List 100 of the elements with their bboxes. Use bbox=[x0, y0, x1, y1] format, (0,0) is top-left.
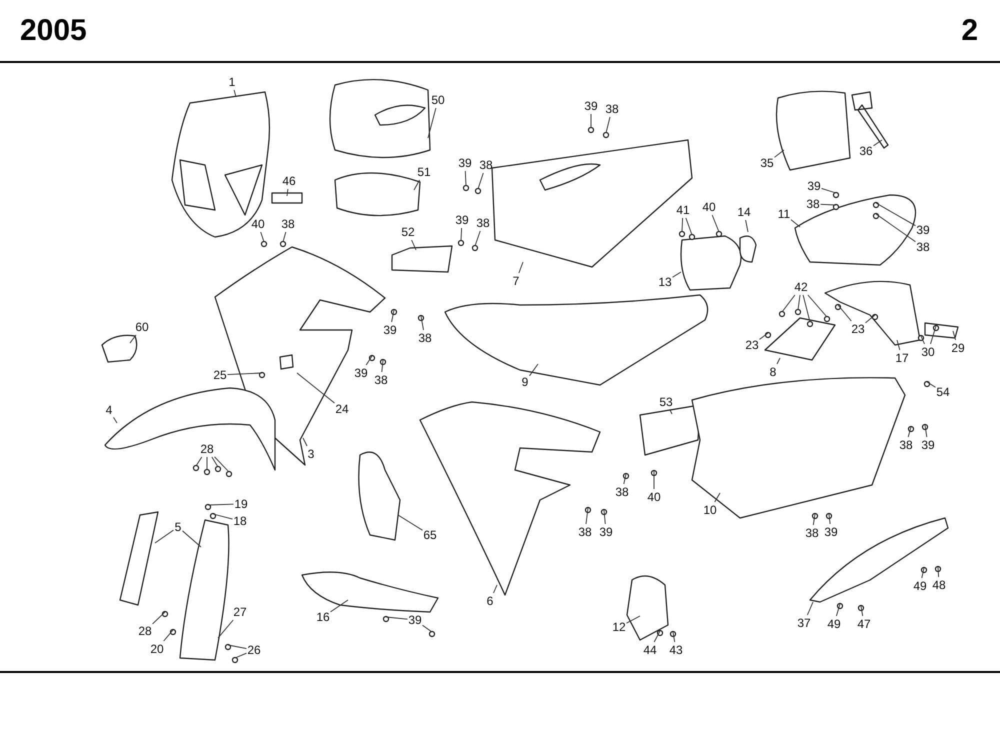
callout-number: 28 bbox=[138, 624, 152, 638]
callout-number: 16 bbox=[316, 610, 330, 624]
callout-number: 43 bbox=[669, 643, 683, 657]
callout-number: 27 bbox=[233, 605, 247, 619]
leader-line bbox=[218, 620, 234, 638]
callout-number: 38 bbox=[916, 240, 930, 254]
leader-line bbox=[391, 310, 394, 322]
callout-number: 54 bbox=[936, 385, 950, 399]
callout-number: 38 bbox=[805, 526, 819, 540]
leader-line bbox=[623, 474, 626, 484]
leader-line bbox=[685, 218, 692, 236]
leader-line bbox=[366, 356, 372, 366]
leader-line bbox=[113, 416, 118, 424]
leader-line bbox=[398, 514, 423, 531]
leader-line bbox=[790, 219, 800, 228]
callout-number: 38 bbox=[281, 217, 295, 231]
callout-number: 39 bbox=[455, 213, 469, 227]
callout-number: 39 bbox=[584, 99, 598, 113]
callout-number: 11 bbox=[778, 207, 790, 221]
leader-line bbox=[163, 630, 174, 642]
callout-number: 39 bbox=[916, 223, 930, 237]
callout-number: 5 bbox=[174, 520, 182, 534]
leader-line bbox=[604, 510, 606, 524]
leader-line bbox=[529, 364, 538, 376]
callout-number: 38 bbox=[899, 438, 913, 452]
leader-line bbox=[212, 514, 233, 520]
callout-number: 38 bbox=[615, 485, 629, 499]
leader-line bbox=[626, 616, 640, 624]
callout-number: 36 bbox=[859, 144, 873, 158]
leader-line bbox=[260, 232, 264, 242]
leader-line bbox=[211, 456, 218, 468]
leader-line bbox=[873, 140, 882, 146]
callout-number: 24 bbox=[335, 402, 349, 416]
leader-line bbox=[920, 336, 925, 344]
leader-line bbox=[214, 456, 230, 472]
leader-line bbox=[606, 116, 610, 134]
leader-line bbox=[478, 172, 484, 190]
leader-line bbox=[714, 492, 720, 502]
leader-line bbox=[154, 530, 174, 544]
leader-line bbox=[330, 600, 348, 612]
callout-number: 46 bbox=[282, 174, 296, 188]
callout-number: 14 bbox=[737, 205, 751, 219]
leader-line bbox=[227, 372, 262, 376]
callout-number: 40 bbox=[251, 217, 265, 231]
page-number: 2 bbox=[961, 14, 978, 48]
leader-line bbox=[493, 584, 498, 594]
leader-line bbox=[896, 340, 900, 350]
callout-number: 30 bbox=[921, 345, 935, 359]
leader-line bbox=[876, 202, 916, 226]
page-title: 2005 bbox=[20, 14, 87, 48]
callout-number: 39 bbox=[824, 525, 838, 539]
callout-number: 41 bbox=[676, 203, 690, 217]
leader-line bbox=[518, 262, 524, 274]
callout-number: 52 bbox=[401, 225, 415, 239]
leader-line bbox=[876, 214, 916, 242]
leader-line bbox=[386, 616, 408, 620]
leader-line bbox=[152, 612, 166, 624]
callout-number: 39 bbox=[599, 525, 613, 539]
leader-line bbox=[130, 334, 136, 344]
leader-line bbox=[828, 514, 831, 524]
callout-number: 38 bbox=[479, 158, 493, 172]
callout-number: 4 bbox=[106, 403, 112, 417]
leader-line bbox=[798, 294, 800, 310]
leader-line bbox=[206, 456, 208, 470]
callout-number: 39 bbox=[383, 323, 397, 337]
leader-line bbox=[759, 332, 768, 340]
callout-number: 38 bbox=[578, 525, 592, 539]
leader-line bbox=[302, 438, 308, 446]
callout-number: 38 bbox=[374, 373, 388, 387]
callout-number: 38 bbox=[418, 331, 432, 345]
leader-line bbox=[838, 304, 852, 322]
callout-number: 39 bbox=[921, 438, 935, 452]
leader-line bbox=[930, 326, 936, 344]
leader-line bbox=[422, 624, 432, 632]
callout-number: 40 bbox=[702, 200, 716, 214]
callout-number: 51 bbox=[417, 165, 431, 179]
leader-line bbox=[208, 504, 234, 506]
callout-number: 38 bbox=[605, 102, 619, 116]
leader-line bbox=[286, 188, 288, 196]
callout-number: 10 bbox=[703, 503, 717, 517]
leader-line bbox=[836, 604, 840, 616]
leader-line bbox=[414, 180, 420, 190]
leader-line bbox=[774, 150, 784, 158]
callout-number: 44 bbox=[643, 643, 657, 657]
leader-line bbox=[590, 114, 592, 128]
leader-line bbox=[464, 170, 466, 186]
callout-number: 39 bbox=[458, 156, 472, 170]
callout-number: 42 bbox=[794, 280, 808, 294]
callout-number: 60 bbox=[135, 320, 149, 334]
callout-number: 38 bbox=[476, 216, 490, 230]
leader-line bbox=[182, 530, 202, 548]
leader-line bbox=[860, 606, 864, 616]
callout-number: 8 bbox=[770, 365, 776, 379]
callout-number: 35 bbox=[760, 156, 774, 170]
leader-line bbox=[924, 424, 928, 438]
leader-line bbox=[745, 220, 748, 232]
callout-number: 3 bbox=[308, 447, 314, 461]
callout-number: 7 bbox=[512, 274, 520, 288]
callout-number: 1 bbox=[228, 75, 236, 89]
leader-line bbox=[821, 188, 836, 194]
